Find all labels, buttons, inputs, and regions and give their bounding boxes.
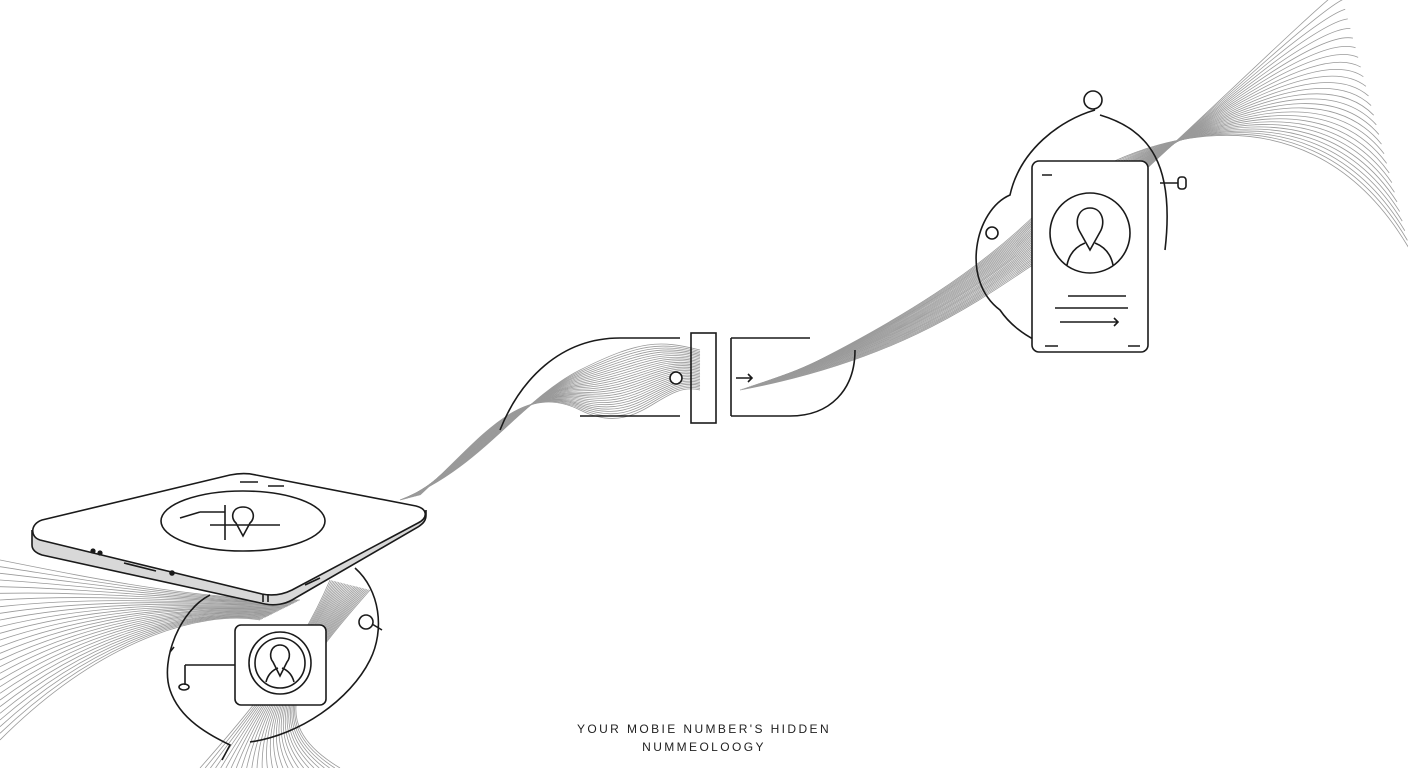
flow-line bbox=[0, 614, 266, 714]
flow-line bbox=[0, 613, 269, 701]
flow-line bbox=[0, 616, 264, 727]
flow-line bbox=[0, 611, 274, 681]
flow-line bbox=[407, 363, 701, 499]
flow-line bbox=[0, 608, 280, 654]
flow-line bbox=[419, 388, 701, 496]
flow-line bbox=[0, 609, 277, 668]
flow-line bbox=[0, 600, 290, 608]
location-pin-icon bbox=[166, 567, 383, 761]
caption-line-1: YOUR MOBIE NUMBER'S HIDDEN bbox=[576, 722, 832, 736]
flow-line bbox=[0, 609, 278, 661]
flow-line bbox=[402, 351, 701, 500]
flow-line bbox=[0, 605, 284, 634]
flow-line bbox=[0, 606, 283, 641]
flow-line bbox=[0, 602, 289, 614]
flow-line bbox=[0, 617, 261, 741]
flow-line bbox=[0, 610, 275, 674]
flow-line bbox=[0, 614, 268, 707]
user-avatar-icon bbox=[1049, 192, 1131, 274]
flow-line bbox=[403, 353, 701, 500]
flow-line bbox=[0, 615, 265, 721]
flow-line bbox=[0, 612, 272, 688]
caption-line-2: NUMMEOLOOGY bbox=[642, 740, 766, 754]
connector-icon bbox=[499, 332, 856, 431]
flow-line bbox=[0, 607, 281, 648]
flow-line bbox=[0, 612, 271, 694]
flow-line bbox=[405, 358, 701, 499]
flow-line bbox=[0, 597, 292, 605]
flow-line bbox=[0, 603, 287, 621]
flow-line bbox=[0, 604, 286, 628]
flow-line bbox=[0, 617, 262, 734]
profile-card-icon bbox=[975, 90, 1187, 353]
tablet-icon bbox=[31, 472, 427, 606]
